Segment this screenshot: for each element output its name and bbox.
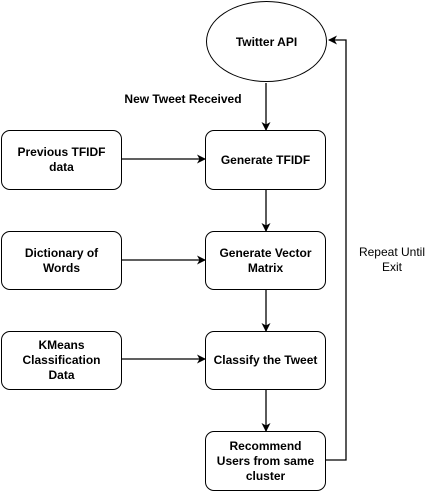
- arrow-loop-back-to-twitter: [325, 35, 347, 461]
- dictionary-of-words-node: Dictionary of Words: [1, 231, 122, 290]
- recommend-users-node: Recommend Users from same cluster: [205, 431, 326, 491]
- kmeans-classification-data-node: KMeans Classification Data: [1, 331, 122, 390]
- generate-vector-matrix-node: Generate Vector Matrix: [205, 231, 326, 290]
- previous-tfidf-data-node: Previous TFIDF data: [1, 130, 122, 190]
- generate-tfidf-node: Generate TFIDF: [205, 130, 326, 190]
- new-tweet-received-label: New Tweet Received: [124, 92, 242, 106]
- repeat-until-exit-label: Repeat Until Exit: [358, 245, 426, 274]
- classify-tweet-node: Classify the Tweet: [205, 331, 326, 390]
- twitter-api-node: Twitter API: [206, 1, 327, 82]
